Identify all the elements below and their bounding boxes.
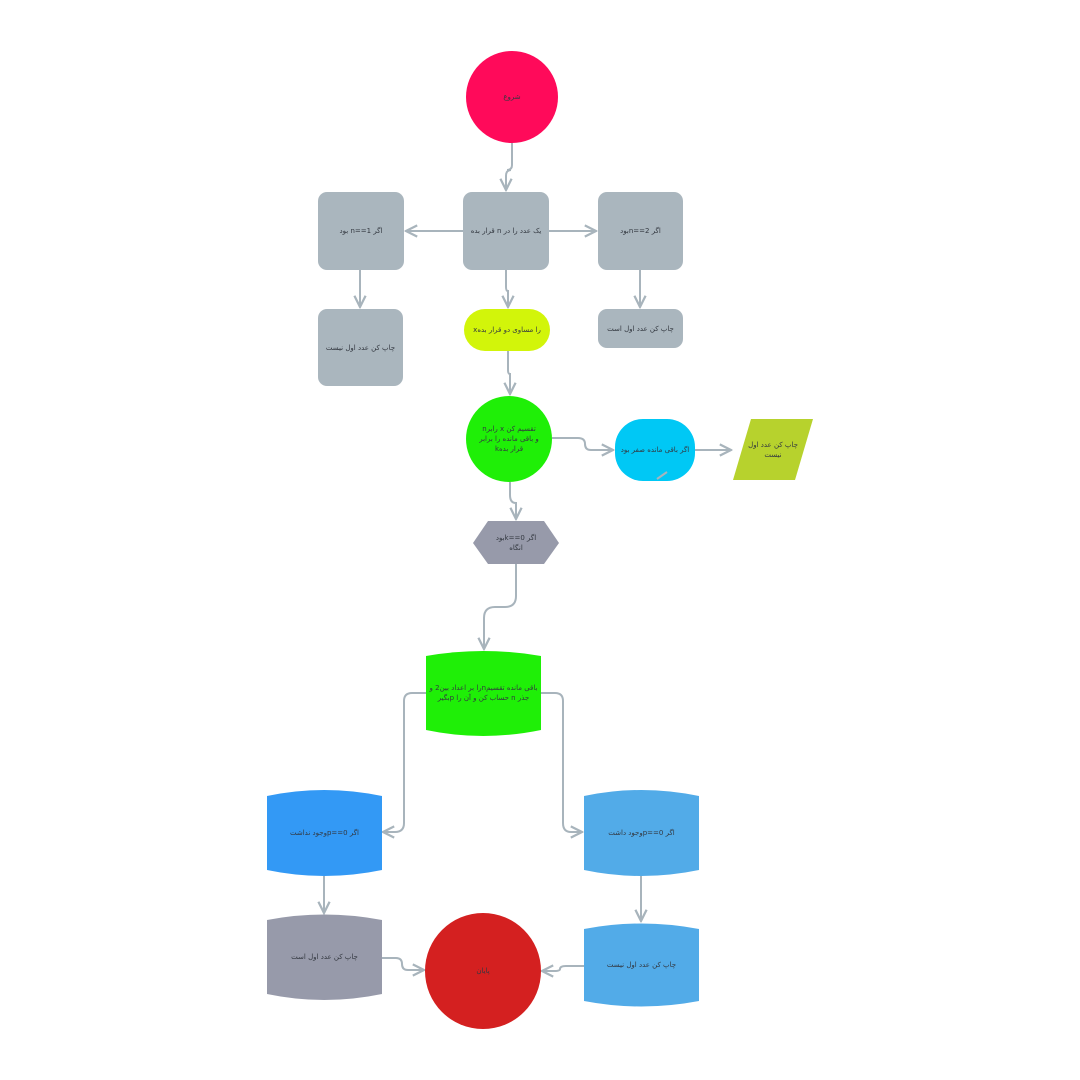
connector-divide-to-if-rem [552,437,613,450]
print-not-prime-1-label: چاپ کن عدد اول نیست [325,343,396,352]
remainder-label: باقی مانده تقسیمnرا بر اعداد بین2 و جذر … [429,684,538,702]
if-p-exists-label: اگر p==0وجود داشت [608,829,675,837]
connector-put-n-to-set-x [506,270,508,307]
print-prime-1-label: چاپ کن عدد اول است [607,324,674,333]
print-prime-1-node[interactable] [598,309,683,348]
if-p-exists-node[interactable] [584,790,699,876]
set-x-label: xرا مساوی دو قرار بده [473,326,541,334]
connector-print-not-prime-to-end [542,966,584,971]
print-prime-2-node[interactable] [267,914,382,1001]
if-rem-zero-label: اگر باقی مانده صفر بود [620,446,690,454]
if-p-none-node[interactable] [267,790,382,876]
put-n-label: یک عدد را در n قرار بده [470,227,542,235]
print-not-prime-2-label: چاپ کن عدد اول نیست [748,440,798,459]
start-node[interactable] [466,51,558,143]
if-n2-node[interactable] [598,192,683,270]
if-rem-zero-node[interactable] [615,419,695,481]
connectors [324,143,731,971]
end-node[interactable] [425,913,541,1029]
connector-start-to-put-n [506,143,513,190]
remainder-node[interactable] [426,651,541,736]
connector-set-x-to-divide [508,351,510,394]
print-prime-2-label: چاپ کن عدد اول است [291,953,358,961]
divide-node[interactable] [466,396,552,482]
if-n2-label: اگر n==2بود [620,227,661,235]
connector-print-prime-to-end [382,957,424,970]
connector-remainder-to-if-p-none [383,692,426,832]
start-label: شروع [503,93,521,101]
connector-remainder-to-if-p-exists [541,692,582,832]
print-not-prime-3-node[interactable] [584,923,699,1007]
if-p-none-label: اگر p==0وجود نداشت [290,829,359,837]
if-k0-label: اگر k==0بود انگاه [495,533,537,552]
if-n1-node[interactable] [318,192,404,270]
divide-label: nرابر x تقسیم کن و باقی مانده را برابر k… [479,425,539,453]
end-label: پایان [476,967,490,975]
print-not-prime-1-node[interactable] [318,309,403,386]
print-not-prime-2-node[interactable] [733,419,813,480]
if-k0-node[interactable] [473,521,559,564]
set-x-node[interactable] [464,309,550,351]
put-n-node[interactable] [463,192,549,270]
rem-zero-mini-arrow [656,471,668,480]
connector-if-k0-to-remainder [484,564,517,649]
connector-divide-to-if-k0 [509,482,516,519]
print-not-prime-3-label: چاپ کن عدد اول نیست [606,961,677,969]
if-n1-label: اگر n==1 بود [339,227,383,235]
